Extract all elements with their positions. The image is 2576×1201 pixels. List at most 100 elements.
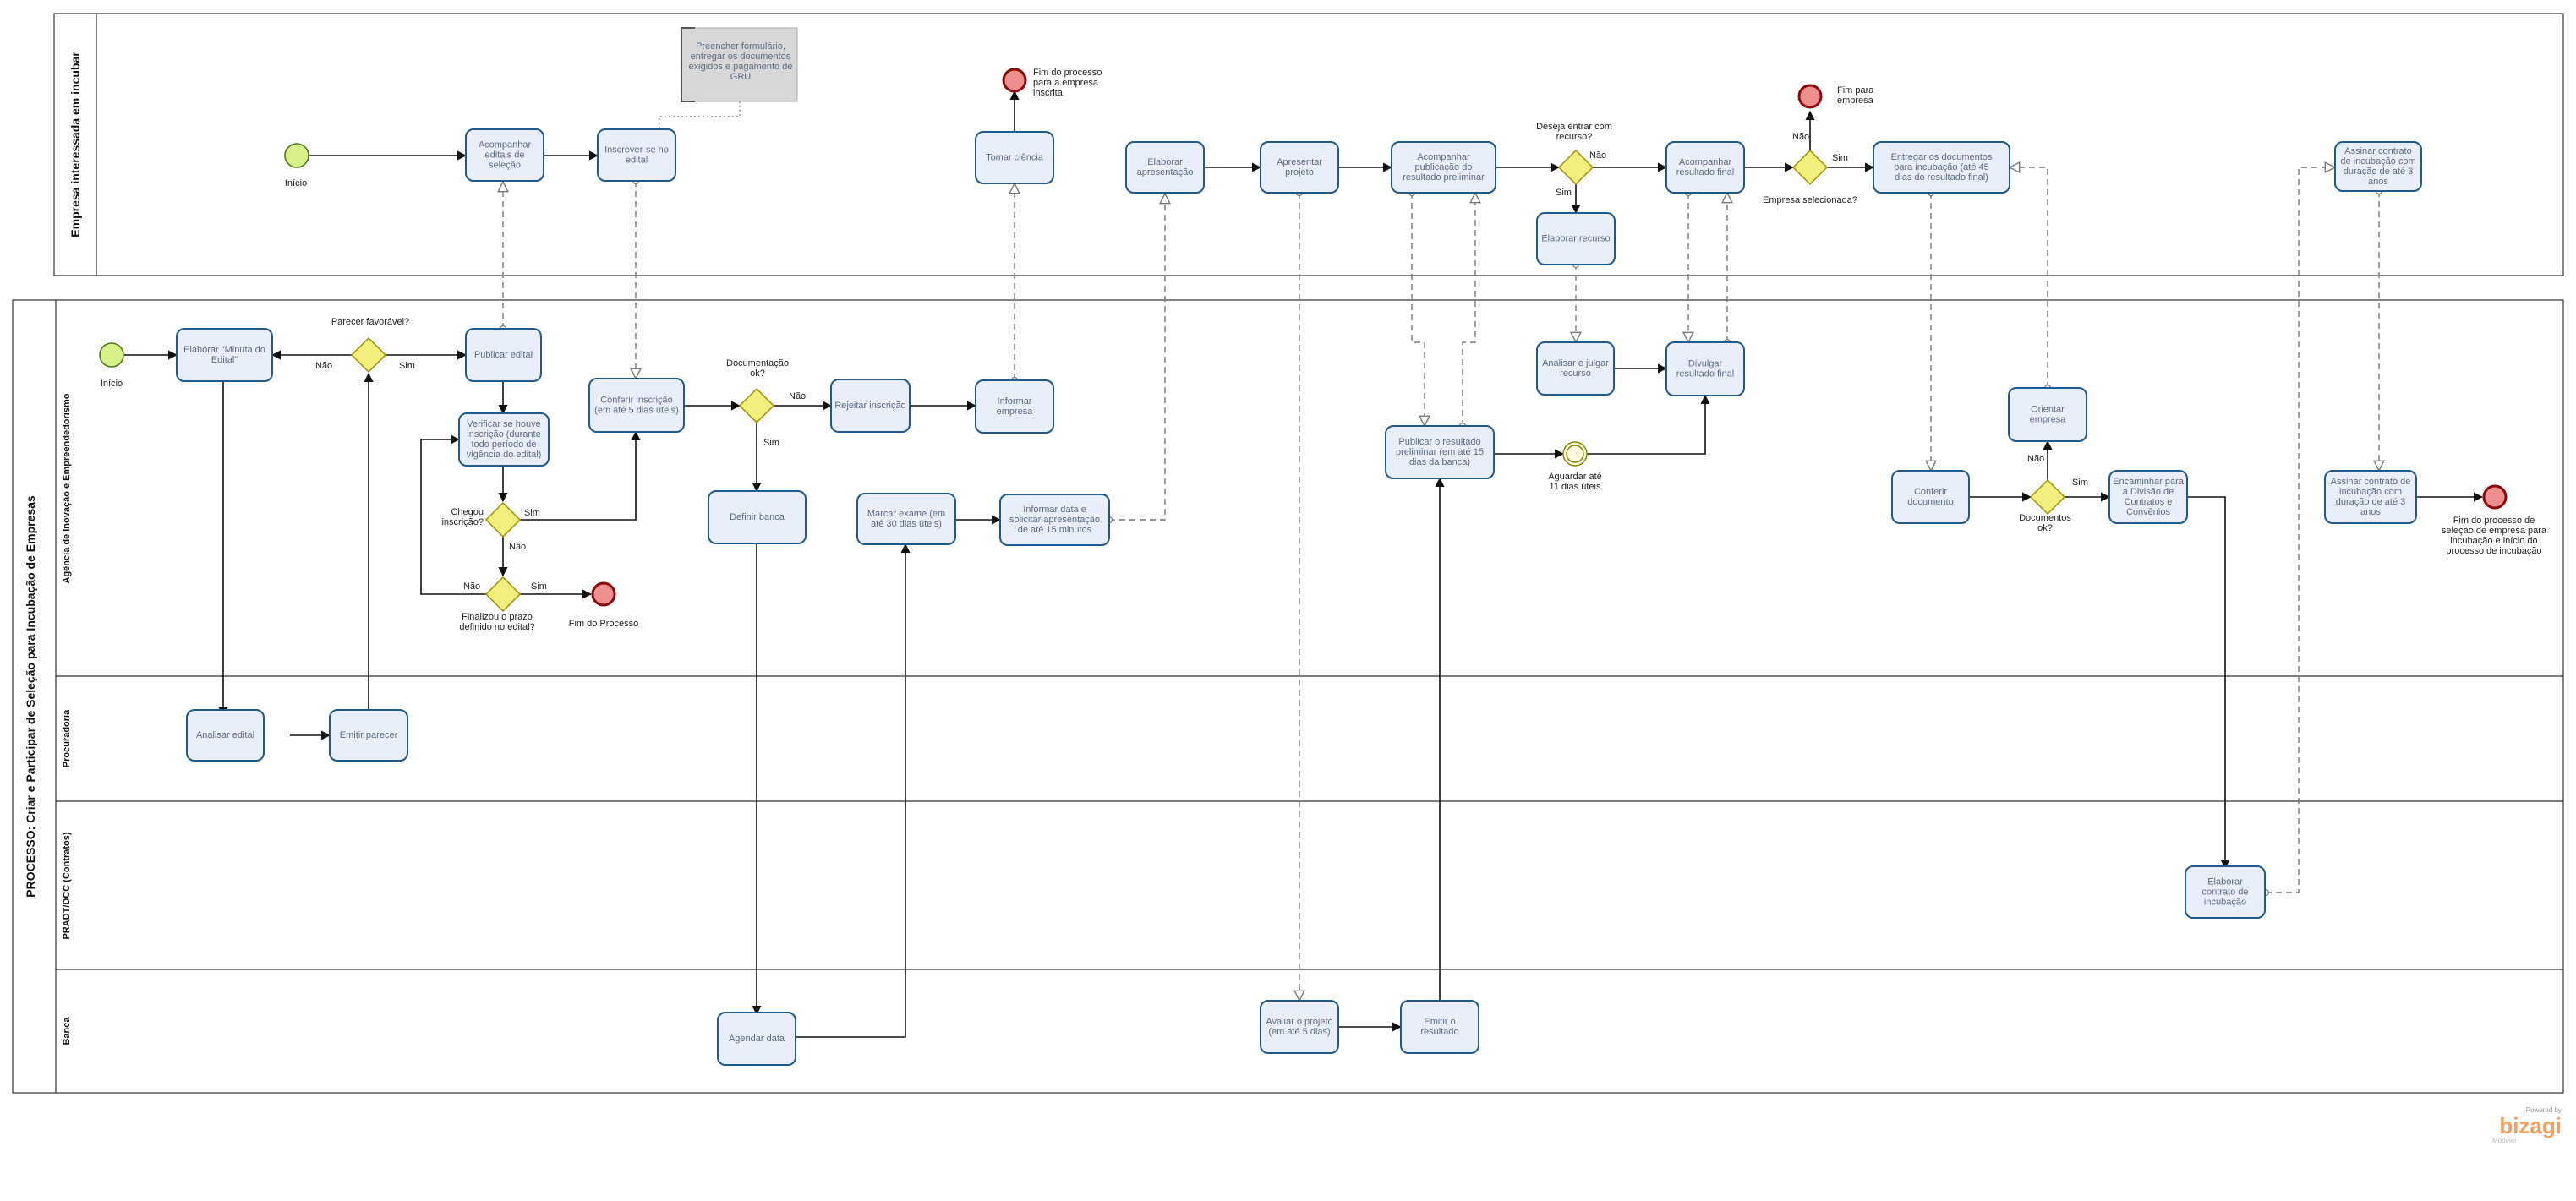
text-line: resultado final (1676, 368, 1735, 379)
text-line: anos (2360, 507, 2381, 517)
text-line: Elaborar (2207, 876, 2243, 887)
task-label: Elaborar recurso (1541, 233, 1610, 243)
text-line: projeto (1285, 167, 1314, 177)
text-line: Conferir (1914, 487, 1947, 497)
task-box (588, 378, 685, 433)
text-line: preliminar (em até 15 (1396, 447, 1484, 457)
task-a5[interactable]: Rejeitar inscrição (830, 379, 911, 433)
text-line: Definir banca (730, 512, 785, 522)
text-line: Informar data e (1023, 505, 1086, 515)
text-line: dias da banca) (1409, 457, 1470, 467)
task-a4[interactable]: Conferir inscrição(em até 5 dias úteis) (588, 378, 685, 433)
text-line: para a empresa (1033, 78, 1099, 88)
event-label: Fim do Processo (569, 619, 639, 629)
lane-banca-label: Banca (62, 1017, 72, 1045)
task-box (975, 379, 1054, 434)
flow-agendar-to-marcar (796, 543, 911, 1038)
text-line: incubação e início do (2450, 536, 2537, 546)
task-b1[interactable]: Agendar data (717, 1012, 796, 1066)
label-documentos-sim: Sim (2072, 478, 2088, 488)
text-line: a Divisão de (2123, 487, 2174, 497)
task-label: Rejeitar inscrição (834, 401, 905, 411)
text-line: contrato de (2201, 887, 2248, 897)
task-p2[interactable]: Emitir parecer (329, 709, 408, 762)
task-a7[interactable]: Definir banca (708, 490, 807, 544)
task-a2[interactable]: Publicar edital (465, 328, 542, 382)
event-label: Início (285, 178, 307, 188)
text-line: Publicar o resultado (1398, 437, 1480, 447)
task-t10[interactable]: Elaborar recurso (1536, 212, 1616, 265)
text-line: dias do resultado final) (1895, 172, 1988, 183)
task-t3[interactable]: Tomar ciência (975, 131, 1054, 184)
msg-contrato-to-assinar (2266, 167, 2335, 893)
text-line: Emitir parecer (340, 730, 398, 740)
task-box (1891, 470, 1970, 524)
gateway-g1: Parecer favorável? (331, 317, 409, 374)
task-label: Avaliar o projeto(em até 5 dias) (1266, 1017, 1332, 1037)
text-line: entregar os documentos (691, 52, 791, 62)
text-line: Acompanhar (1679, 157, 1732, 167)
task-p1[interactable]: Analisar edital (186, 709, 265, 762)
end-event-circle (1002, 68, 1027, 93)
text-line: Apresentar (1277, 157, 1322, 167)
text-line: publicação do (1415, 162, 1473, 172)
task-b2[interactable]: Avaliar o projeto(em até 5 dias) (1260, 1000, 1339, 1054)
text-line: Acompanhar (479, 139, 532, 150)
label-documentos-nao: Não (2027, 454, 2044, 464)
task-box (1400, 1000, 1479, 1054)
msg-informar-data-to-elaborar (1109, 194, 1165, 520)
label-parecer-nao: Não (315, 361, 332, 371)
text-line: ok? (2037, 523, 2053, 533)
label-recurso-sim: Sim (1556, 188, 1572, 198)
gateway-diamond (1557, 149, 1594, 186)
lane-aie-label: Agência de Inovação e Empreendedorismo (62, 393, 72, 583)
text-line: apresentação (1137, 167, 1194, 177)
intermediate-event-inner (1566, 445, 1584, 463)
label-prazo-nao: Não (463, 581, 480, 592)
gateway-label: Empresa selecionada? (1763, 195, 1857, 205)
modeler-text: Modeler (2492, 1137, 2517, 1144)
text-line: Fim para (1837, 85, 1874, 96)
lane-procuradoria-label: Procuradoria (62, 709, 72, 767)
sequence-flows (124, 90, 2484, 1038)
text-line: empresa (2030, 414, 2067, 424)
task-box (1391, 141, 1496, 194)
